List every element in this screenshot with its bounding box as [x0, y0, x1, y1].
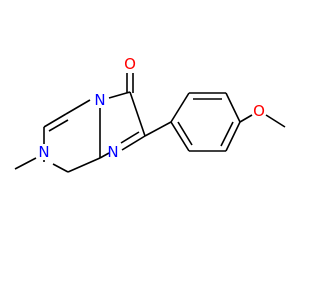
bond-c8-c8a [67, 157, 101, 173]
atom-o-carbonyl: O [124, 55, 136, 73]
bond-ar4-o [239, 114, 253, 123]
bond-ar4-ar5-inner [220, 121, 234, 147]
bond-ar1-ar2 [170, 92, 190, 123]
atom-o-ether: O [253, 102, 265, 120]
bond-n7-c8b [52, 163, 69, 173]
bond-ar4-ar5 [225, 121, 241, 152]
bond-o-methyl [265, 114, 286, 128]
bond-n-bridge-c5 [65, 99, 91, 115]
molecule-canvas: O N N N O [14, 55, 286, 173]
bond-c5-c6-inner [48, 119, 69, 132]
bond-c2-aryl [144, 121, 172, 137]
bond-c2-n1 [121, 135, 146, 151]
atom-n-bridge: N [94, 91, 105, 109]
bond-c3-c2 [129, 91, 146, 137]
bond-n1-c8a [99, 152, 110, 159]
bond-c5-c6 [43, 113, 67, 128]
structure-diagram: O N N N O [14, 55, 286, 173]
bond-ar6-ar1 [170, 121, 190, 152]
bond-c2-n1-inner [120, 131, 140, 144]
atom-n-methyl: N [38, 143, 49, 161]
atom-n-ring: N [107, 143, 118, 161]
bond-n7-methyl [14, 157, 37, 170]
bond-ar3-ar4 [225, 92, 241, 123]
bond-ar6-ar1-inner [177, 121, 193, 146]
